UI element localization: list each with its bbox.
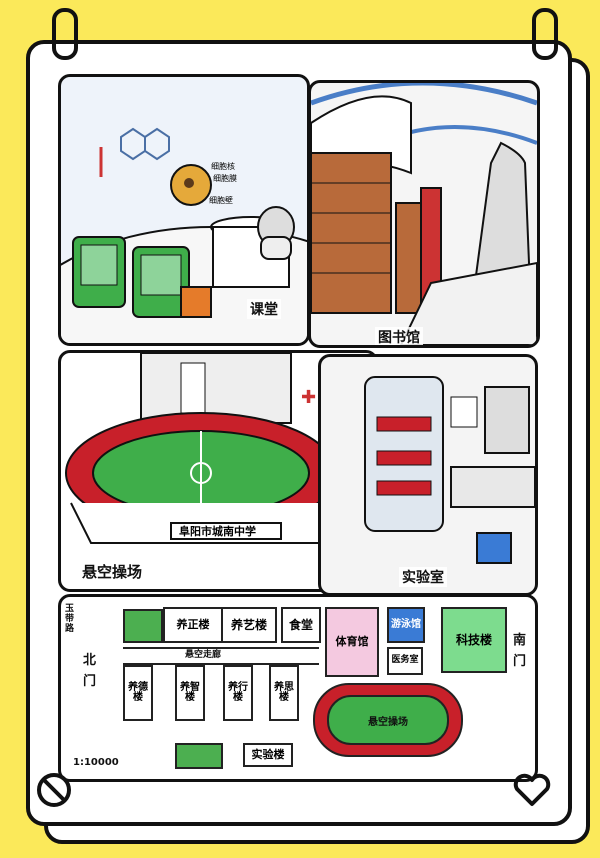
building-canteen: 食堂 bbox=[281, 607, 321, 643]
cell-membrane-annotation: 细胞膜 bbox=[213, 174, 237, 183]
corridor-label: 悬空走廊 bbox=[185, 650, 222, 660]
lab-label: 实验室 bbox=[399, 567, 447, 587]
south-gate-label: 南门 bbox=[513, 633, 527, 669]
binder-ring-right bbox=[532, 8, 558, 60]
building-yangsi: 养思楼 bbox=[269, 665, 299, 721]
playground-drawing: ✚ bbox=[65, 353, 342, 544]
playground-label: 悬空操场 bbox=[79, 561, 146, 582]
building-gym: 体育馆 bbox=[325, 607, 379, 677]
building-canteen-label: 食堂 bbox=[288, 617, 313, 632]
building-gym-label: 体育馆 bbox=[335, 635, 369, 649]
library-panel: 图书馆 bbox=[308, 80, 540, 348]
building-tech-label: 科技楼 bbox=[455, 632, 492, 647]
corridor bbox=[123, 647, 319, 665]
building-pool-label: 游泳馆 bbox=[391, 618, 421, 630]
building-yangyi-label: 养艺楼 bbox=[230, 617, 267, 632]
binder-ring-left bbox=[52, 8, 78, 60]
cell-nucleus-annotation: 细胞核 bbox=[211, 162, 235, 171]
building-clinic-label: 医务室 bbox=[391, 655, 419, 666]
campus-map-panel: 玉带路 北门 养正楼 养艺楼 食堂 体育馆 游泳馆 医务室 科技楼 南门 悬空走… bbox=[58, 594, 538, 782]
building-yangde-label: 养德楼 bbox=[128, 681, 148, 703]
building-yangzheng-label: 养正楼 bbox=[176, 618, 210, 632]
classroom-drawing bbox=[61, 127, 307, 343]
building-yangyi: 养艺楼 bbox=[221, 607, 277, 643]
cell-wall-annotation: 细胞壁 bbox=[209, 196, 233, 205]
lab-drawing bbox=[364, 376, 535, 564]
street-label: 玉带路 bbox=[65, 604, 75, 634]
map-field: 悬空操场 bbox=[327, 695, 449, 745]
building-pool: 游泳馆 bbox=[387, 607, 425, 643]
green-lawn bbox=[175, 743, 223, 769]
heart-icon bbox=[513, 773, 551, 806]
stadium-sign: 阜阳市城南中学 bbox=[179, 525, 256, 538]
building-yangzhi: 养智楼 bbox=[175, 665, 205, 721]
library-drawing bbox=[311, 83, 537, 345]
building-lab-label: 实验楼 bbox=[251, 748, 285, 762]
building-yangxing: 养行楼 bbox=[223, 665, 253, 721]
building-yangzhi-label: 养智楼 bbox=[180, 681, 200, 703]
green-area bbox=[123, 609, 163, 643]
classroom-label: 课堂 bbox=[247, 299, 281, 319]
library-label: 图书馆 bbox=[375, 327, 423, 345]
building-yangde: 养德楼 bbox=[123, 665, 153, 721]
map-scale: 1:10000 bbox=[73, 757, 119, 768]
north-gate-label: 北门 bbox=[83, 653, 97, 689]
building-lab: 实验楼 bbox=[243, 743, 293, 767]
no-entry-icon bbox=[37, 773, 71, 807]
building-clinic: 医务室 bbox=[387, 647, 423, 675]
building-yangzheng: 养正楼 bbox=[163, 607, 223, 643]
lab-panel: 实验室 bbox=[318, 354, 538, 596]
classroom-panel: 课堂 细胞核 细胞膜 细胞壁 bbox=[58, 74, 310, 346]
building-yangsi-label: 养思楼 bbox=[274, 681, 294, 703]
svg-text:✚: ✚ bbox=[301, 387, 316, 408]
map-field-label: 悬空操场 bbox=[368, 716, 408, 728]
building-tech: 科技楼 bbox=[441, 607, 507, 673]
building-yangxing-label: 养行楼 bbox=[228, 681, 248, 703]
